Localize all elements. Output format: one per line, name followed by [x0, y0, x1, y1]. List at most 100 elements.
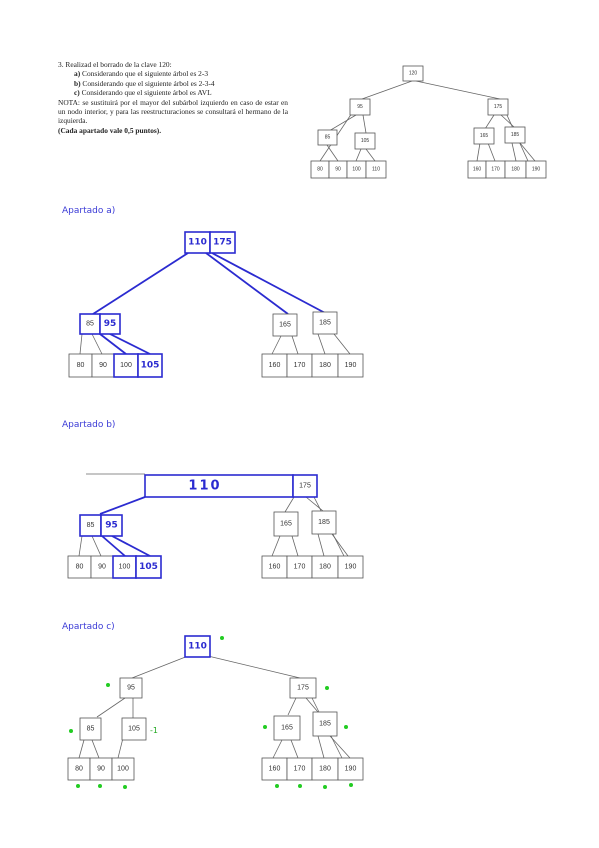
question-points: (Cada apartado vale 0,5 puntos).	[58, 125, 162, 135]
a-root-right-node	[209, 231, 236, 254]
section-label-c: Apartado c)	[62, 622, 115, 632]
c-root-node	[184, 635, 211, 658]
c-key-165: 165	[281, 725, 293, 732]
tree-c: 110 95 175 85 105 165 185 80 90 100 160 …	[67, 635, 364, 789]
orig-leaf-key-80: 80	[317, 167, 323, 173]
c-balance-dot	[220, 636, 224, 640]
a-key-185: 185	[319, 320, 331, 327]
c-leaf-key-80: 80	[75, 766, 83, 773]
c-key-95: 95	[127, 685, 135, 692]
a-root-key-175: 175	[213, 238, 232, 248]
section-label-b: Apartado b)	[62, 420, 116, 430]
c-balance-dot	[123, 785, 127, 789]
c-leaf-key-180: 180	[319, 766, 331, 773]
b-root-key-110: 110	[188, 479, 221, 494]
b-leaf-key-80: 80	[76, 564, 84, 571]
original-tree: 120 95 175 85 105 165 185 80 90 100 110 …	[310, 65, 547, 179]
orig-node-165	[473, 127, 495, 145]
orig-node-185	[504, 126, 526, 144]
a-key-85: 85	[86, 321, 94, 328]
question-note: NOTA: se sustituirá por el mayor del sub…	[58, 97, 288, 126]
b-node-185	[311, 510, 337, 535]
b-root-key-175: 175	[299, 483, 311, 490]
orig-key-85: 85	[325, 135, 331, 141]
orig-leaf-190	[525, 160, 547, 179]
a-leaf-key-160: 160	[269, 362, 281, 369]
a-key-165: 165	[279, 322, 291, 329]
orig-leaf-key-90: 90	[335, 167, 341, 173]
question-text: 3. Realizad el borrado de la clave 120: …	[58, 60, 288, 135]
a-leaf-key-105: 105	[141, 361, 160, 371]
a-node-185	[312, 311, 338, 335]
b-key-165: 165	[280, 521, 292, 528]
orig-leaf-key-160: 160	[473, 167, 482, 173]
a-key-95: 95	[104, 319, 117, 329]
orig-node-105	[354, 132, 376, 150]
a-leaf-190	[337, 353, 364, 378]
orig-key-95: 95	[357, 104, 363, 110]
orig-leaf-key-110: 110	[372, 167, 380, 173]
a-node-95	[99, 313, 121, 335]
orig-node-175	[487, 98, 509, 116]
c-balance-dot	[76, 784, 80, 788]
c-balance-mark-105: -1	[150, 726, 158, 735]
c-balance-dot	[69, 729, 73, 733]
c-key-185: 185	[319, 721, 331, 728]
question-heading: 3. Realizad el borrado de la clave 120:	[58, 60, 172, 69]
orig-leaf-key-100: 100	[352, 167, 361, 173]
c-balance-dot	[263, 725, 267, 729]
b-leaf-key-190: 190	[345, 564, 357, 571]
orig-leaf-110	[365, 160, 387, 179]
b-leaf-key-180: 180	[319, 564, 331, 571]
orig-leaf-key-170: 170	[491, 167, 500, 173]
a-root-key-110: 110	[188, 238, 207, 248]
orig-key-165: 165	[480, 133, 489, 139]
orig-leaf-key-190: 190	[532, 167, 541, 173]
question-item-c: c) Considerando que el siguiente árbol e…	[74, 88, 212, 98]
c-leaf-key-170: 170	[294, 766, 306, 773]
a-leaf-key-100: 100	[120, 362, 132, 369]
c-node-95	[119, 677, 143, 699]
c-balance-dot	[298, 784, 302, 788]
b-key-85: 85	[87, 522, 95, 529]
orig-key-185: 185	[511, 132, 520, 138]
c-key-105: 105	[128, 726, 140, 733]
c-leaf-key-90: 90	[97, 766, 105, 773]
b-root-right-node	[292, 474, 318, 498]
orig-node-95	[349, 98, 371, 116]
b-leaf-190	[337, 555, 364, 579]
orig-key-175: 175	[494, 104, 503, 110]
c-root-key-110: 110	[188, 642, 207, 652]
c-balance-dot	[106, 683, 110, 687]
a-leaf-key-180: 180	[319, 362, 331, 369]
b-node-165	[273, 511, 299, 537]
c-node-175	[289, 677, 317, 699]
c-node-185	[312, 711, 338, 737]
a-leaf-key-80: 80	[77, 362, 85, 369]
b-leaf-key-170: 170	[294, 564, 306, 571]
c-leaf-key-160: 160	[269, 766, 281, 773]
c-leaf-key-100: 100	[117, 766, 129, 773]
c-leaf-190	[337, 757, 364, 781]
a-leaf-key-170: 170	[294, 362, 306, 369]
b-leaf-105	[135, 555, 162, 579]
b-key-95: 95	[105, 521, 118, 531]
a-leaf-key-90: 90	[99, 362, 107, 369]
b-leaf-key-90: 90	[98, 564, 106, 571]
c-leaf-100	[111, 757, 135, 781]
section-label-a: Apartado a)	[62, 206, 116, 216]
c-balance-dot	[349, 783, 353, 787]
c-balance-dot	[323, 785, 327, 789]
question-item-b: b) Considerando que el siguiente árbol e…	[74, 78, 215, 88]
c-key-175: 175	[297, 685, 309, 692]
c-node-85	[79, 717, 102, 741]
a-leaf-key-190: 190	[345, 362, 357, 369]
c-balance-dot	[325, 686, 329, 690]
c-node-105	[121, 717, 147, 741]
c-balance-dot	[275, 784, 279, 788]
c-balance-dot	[98, 784, 102, 788]
b-node-95	[100, 514, 123, 537]
c-key-85: 85	[87, 726, 95, 733]
orig-node-85	[317, 129, 338, 146]
